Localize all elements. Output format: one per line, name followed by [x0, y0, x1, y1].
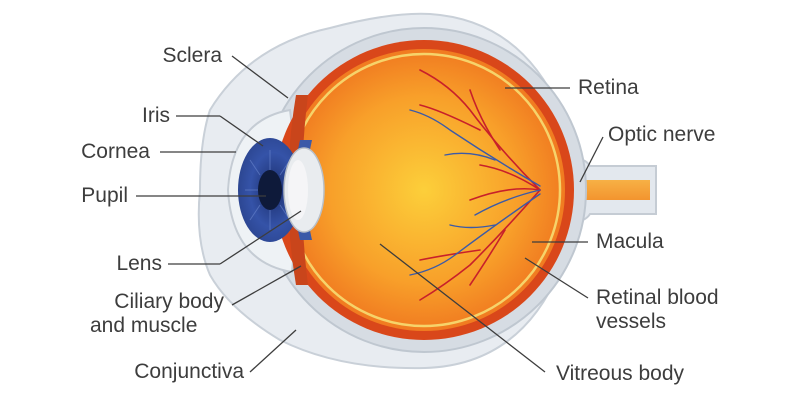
label-retina: Retina	[578, 76, 639, 99]
label-lens: Lens	[116, 252, 162, 275]
label-cornea: Cornea	[81, 140, 150, 163]
leader-lines	[136, 55, 604, 373]
label-sclera: Sclera	[162, 44, 222, 67]
vitreous-body-shape	[283, 49, 565, 331]
label-optic-nerve: Optic nerve	[608, 123, 716, 146]
label-iris: Iris	[142, 104, 170, 127]
label-retinal-line1: Retinal blood	[596, 286, 719, 309]
label-ciliary-line2: and muscle	[90, 314, 198, 337]
pupil-shape	[258, 170, 282, 210]
label-retinal-blood-vessels: Retinal blood vessels	[596, 286, 719, 334]
label-retinal-line2: vessels	[596, 310, 667, 333]
label-conjunctiva: Conjunctiva	[134, 360, 244, 383]
label-ciliary-body: Ciliary body and muscle	[90, 290, 224, 338]
label-macula: Macula	[596, 230, 664, 253]
label-pupil: Pupil	[81, 184, 128, 207]
label-ciliary-line1: Ciliary body	[114, 290, 224, 313]
label-vitreous-body: Vitreous body	[556, 362, 685, 385]
